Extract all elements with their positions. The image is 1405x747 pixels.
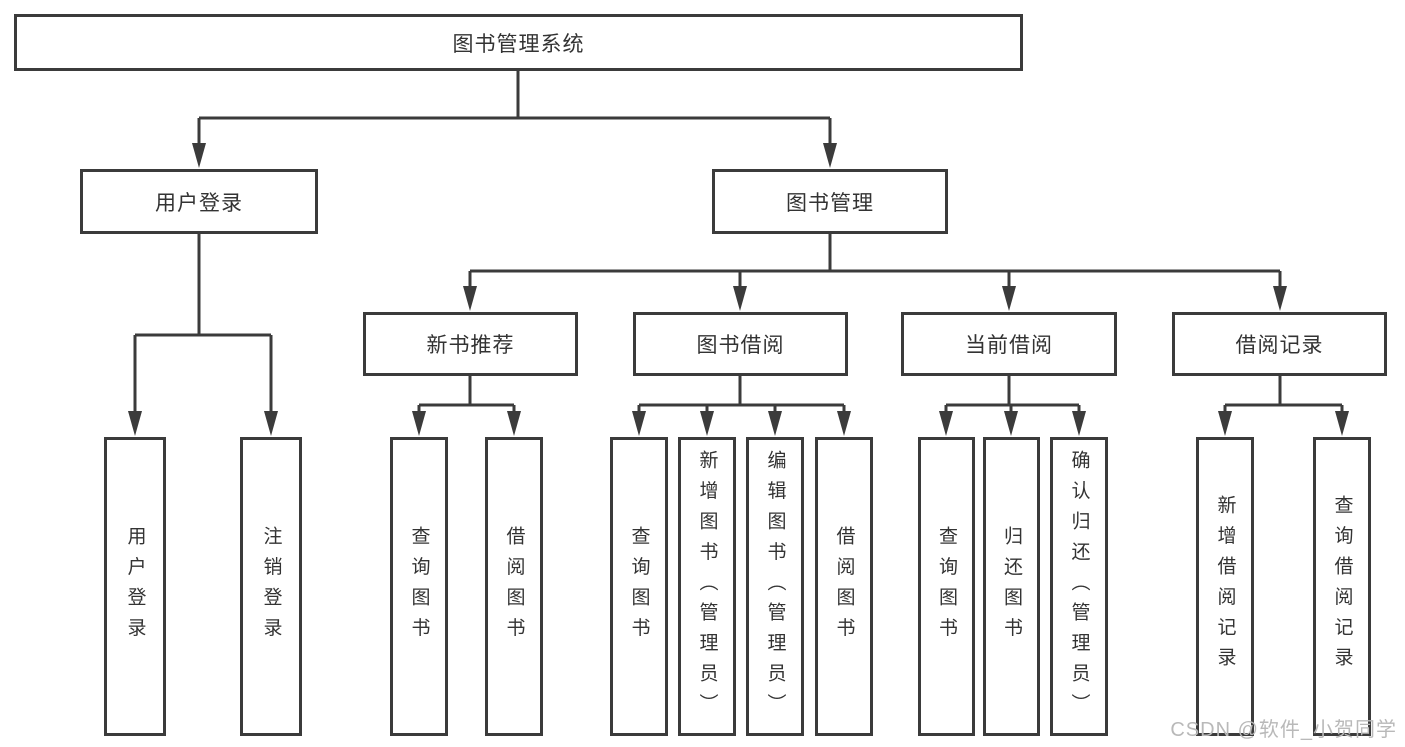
watermark-text: CSDN @软件_小贺同学	[1170, 719, 1397, 741]
leaf-current-return-books: 归还图书	[983, 437, 1040, 736]
leaf-current-confirm-return-admin-label: 确认归还（管理员）	[1068, 449, 1090, 724]
node-current-borrowing: 当前借阅	[901, 312, 1117, 376]
leaf-records-query-record-label: 查询借阅记录	[1331, 495, 1353, 678]
leaf-current-query-books: 查询图书	[918, 437, 975, 736]
node-borrowing-records: 借阅记录	[1172, 312, 1387, 376]
leaf-borrowing-borrow-books: 借阅图书	[815, 437, 873, 736]
leaf-borrowing-add-books-admin-label: 新增图书（管理员）	[696, 449, 718, 724]
node-book-borrowing: 图书借阅	[633, 312, 848, 376]
leaf-records-add-record: 新增借阅记录	[1196, 437, 1254, 736]
leaf-borrowing-borrow-books-label: 借阅图书	[833, 525, 855, 648]
leaf-recommend-borrow-books-label: 借阅图书	[503, 525, 525, 648]
leaf-current-confirm-return-admin: 确认归还（管理员）	[1050, 437, 1108, 736]
leaf-recommend-borrow-books: 借阅图书	[485, 437, 543, 736]
leaf-borrowing-edit-books-admin: 编辑图书（管理员）	[746, 437, 804, 736]
leaf-recommend-query-books-label: 查询图书	[408, 525, 430, 648]
leaf-borrowing-add-books-admin: 新增图书（管理员）	[678, 437, 736, 736]
leaf-borrowing-query-books-label: 查询图书	[628, 525, 650, 648]
leaf-user-login-label: 用户登录	[124, 525, 146, 648]
node-new-book-recommend: 新书推荐	[363, 312, 578, 376]
leaf-borrowing-query-books: 查询图书	[610, 437, 668, 736]
leaf-user-login: 用户登录	[104, 437, 166, 736]
node-book-management: 图书管理	[712, 169, 948, 234]
leaf-current-return-books-label: 归还图书	[1001, 525, 1022, 648]
node-library-system: 图书管理系统	[14, 14, 1023, 71]
leaf-records-query-record: 查询借阅记录	[1313, 437, 1371, 736]
leaf-logout: 注销登录	[240, 437, 302, 736]
leaf-borrowing-edit-books-admin-label: 编辑图书（管理员）	[764, 449, 786, 724]
node-user-login: 用户登录	[80, 169, 318, 234]
leaf-records-add-record-label: 新增借阅记录	[1214, 495, 1236, 678]
leaf-recommend-query-books: 查询图书	[390, 437, 448, 736]
leaf-logout-label: 注销登录	[260, 525, 282, 648]
leaf-current-query-books-label: 查询图书	[936, 525, 957, 648]
